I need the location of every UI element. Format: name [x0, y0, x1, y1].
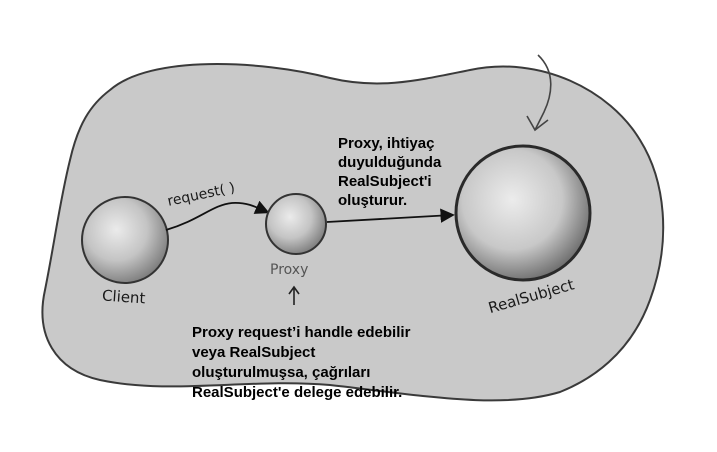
proxy-creates-note: Proxy, ihtiyaç duyulduğunda RealSubject'…	[338, 135, 442, 209]
pointer-squiggle-head-icon	[526, 115, 549, 132]
note-bottom-line-2: veya RealSubject	[192, 344, 315, 361]
proxy-node: Proxy	[265, 193, 327, 278]
real-subject-sphere	[454, 144, 592, 282]
proxy-handles-note: Proxy request’i handle edebilir veya Rea…	[192, 324, 411, 401]
request-arrow	[165, 200, 270, 231]
proxy-label: Proxy	[270, 262, 308, 278]
create-arrow	[326, 208, 455, 223]
client-node: Client	[81, 196, 169, 307]
note-top-line-1: Proxy, ihtiyaç	[338, 135, 434, 152]
note-bottom-line-4: RealSubject'e delege edebilir.	[192, 384, 402, 401]
note-bottom-line-1: Proxy request’i handle edebilir	[192, 324, 411, 341]
client-label: Client	[101, 286, 146, 307]
pointer-squiggle-icon	[534, 54, 552, 131]
note-top-line-2: duyulduğunda	[338, 154, 442, 171]
proxy-sphere	[265, 193, 327, 255]
note-top-line-3: RealSubject'i	[338, 173, 432, 190]
note-top-line-4: oluşturur.	[338, 192, 407, 209]
proxy-up-arrow-icon	[288, 285, 300, 305]
note-bottom-line-3: oluşturulmuşsa, çağrıları	[192, 364, 370, 381]
client-sphere	[81, 196, 169, 284]
